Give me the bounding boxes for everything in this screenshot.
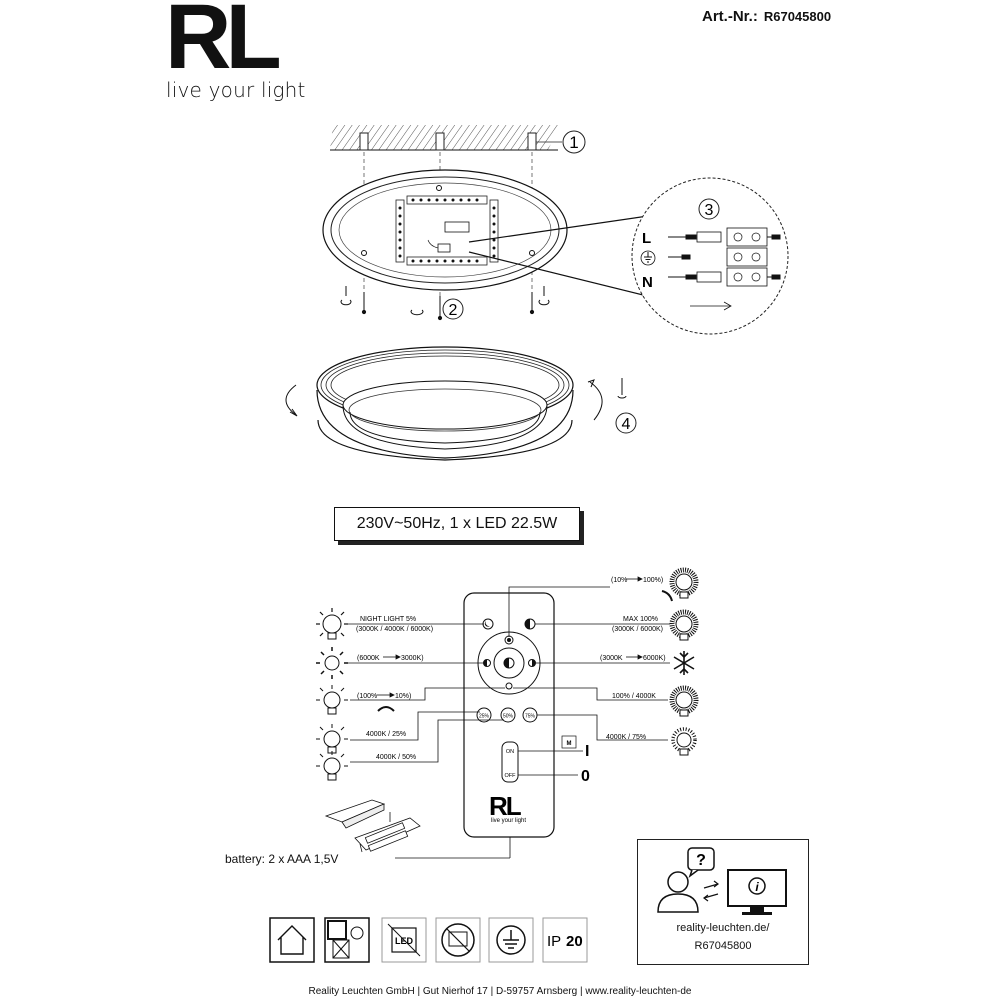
question-bubble-icon: ? [687, 847, 715, 879]
night-light-label: NIGHT LIGHT 5% [360, 616, 416, 623]
step-3-number: 3 [705, 202, 714, 219]
step-4-number: 4 [622, 416, 631, 433]
preset-25-button[interactable]: 25% [476, 707, 492, 723]
monitor-info-icon: i [727, 869, 787, 915]
sun-icon [316, 647, 348, 679]
battery-spec: battery: 2 x AAA 1,5V [225, 852, 339, 866]
neutral-label: N [642, 274, 653, 291]
preset-50-button[interactable]: 50% [500, 707, 516, 723]
step-2-badge: 2 [442, 298, 464, 320]
dim-range-start: (100% [357, 693, 377, 700]
earth-icon [640, 250, 656, 266]
off-symbol: 0 [581, 768, 590, 785]
step-4-badge: 4 [615, 412, 637, 434]
max-label: MAX 100% [623, 616, 658, 623]
dim-arrow-icon [377, 706, 395, 712]
remote-control: 25% 50% 75% M ON OFF I 0 RL live your li… [395, 592, 590, 859]
preset-50-label: 4000K / 50% [376, 754, 416, 761]
bright-range-end: 100%) [643, 577, 663, 584]
bright-bulb-icon [669, 567, 699, 599]
live-label: L [642, 230, 651, 247]
article-value: R67045800 [763, 9, 832, 24]
article-label: Art.-Nr.: [702, 8, 758, 25]
ceiling-illustration [330, 125, 562, 151]
rotate-arrows [285, 378, 627, 421]
bright-bulb-icon [669, 609, 699, 641]
ip20-rating-icon: IP 20 [542, 917, 588, 963]
brand-tagline: live your light [166, 78, 306, 102]
svg-text:20: 20 [566, 933, 583, 950]
person-icon [657, 871, 699, 913]
bulb-icon [316, 751, 348, 781]
memory-button[interactable]: M [561, 735, 577, 749]
snowflake-icon [673, 651, 695, 675]
svg-text:i: i [755, 880, 759, 894]
no-driver-replace-icon [435, 917, 481, 963]
brightness-down-button[interactable] [505, 682, 513, 690]
mounting-base-plate [322, 169, 568, 291]
screw-markers [340, 286, 550, 321]
step-1-badge: 1 [562, 130, 586, 154]
warm-range-start: (6000K [357, 655, 380, 662]
svg-text:M: M [567, 741, 572, 747]
bulb-icon [316, 685, 348, 715]
svg-text:LED: LED [395, 936, 414, 946]
bulb-not-replaceable-icon [324, 917, 370, 963]
exchange-arrows-icon [703, 880, 719, 902]
range-arrow-icons [377, 576, 643, 698]
bright-range-start: (10% [611, 577, 627, 584]
bulb-icon [316, 608, 348, 640]
luminaire-assembled [316, 346, 574, 461]
step-1-number: 1 [569, 133, 578, 152]
indoor-use-icon [269, 917, 315, 963]
max-temps: (3000K / 6000K) [612, 626, 663, 633]
on-symbol: I [585, 743, 589, 760]
info-code: R67045800 [694, 940, 752, 952]
preset-25-label: 4000K / 25% [366, 731, 406, 738]
preset-75-label: 4000K / 75% [606, 734, 646, 741]
cool-range-start: (3000K [600, 655, 623, 662]
switch-on-label: ON [506, 749, 514, 755]
svg-text:IP: IP [547, 933, 561, 950]
remote-logo: RL [489, 791, 522, 821]
brighten-arrow-icon [661, 590, 673, 602]
remote-logo-tagline: live your light [491, 818, 526, 824]
brand-logo-text: RL [165, 0, 279, 76]
power-switch[interactable]: ON OFF [501, 741, 519, 783]
battery-compartment-illustration [324, 799, 421, 853]
warm-range-end: 3000K) [401, 655, 424, 662]
switch-off-label: OFF [505, 773, 517, 779]
svg-text:?: ? [696, 852, 706, 869]
info-url[interactable]: reality-leuchten.de/ [676, 922, 770, 934]
terminal-detail: 3 L N [631, 177, 789, 335]
support-illustration: ? i [657, 847, 787, 915]
info-box: ? i reality-leuchten.de/ R67045800 [637, 839, 809, 965]
svg-text:25%: 25% [479, 714, 490, 720]
bright-bulb-icon [671, 727, 697, 756]
svg-text:50%: 50% [503, 714, 514, 720]
max-button[interactable] [524, 618, 536, 630]
warm-button[interactable] [483, 659, 491, 667]
svg-text:75%: 75% [525, 714, 536, 720]
brand-logo: RL [165, 0, 285, 76]
bulb-icon [316, 724, 348, 754]
bright-bulb-icon [669, 685, 699, 717]
dim-range-end: 10%) [395, 693, 411, 700]
step-2-number: 2 [449, 302, 458, 319]
night-light-temps: (3000K / 4000K / 6000K) [356, 626, 433, 633]
color-temp-button[interactable] [503, 657, 515, 669]
footer: Reality Leuchten GmbH | Gut Nierhof 17 |… [308, 986, 692, 997]
spec-label: 230V~50Hz, 1 x LED 22.5W [334, 507, 580, 541]
full-4000k-label: 100% / 4000K [612, 693, 656, 700]
protection-class-earth-icon [488, 917, 534, 963]
article-number: Art.-Nr.: R67045800 [702, 8, 831, 25]
cool-button[interactable] [528, 659, 536, 667]
cool-range-end: 6000K) [643, 655, 666, 662]
led-not-replaceable-icon: LED [381, 917, 427, 963]
